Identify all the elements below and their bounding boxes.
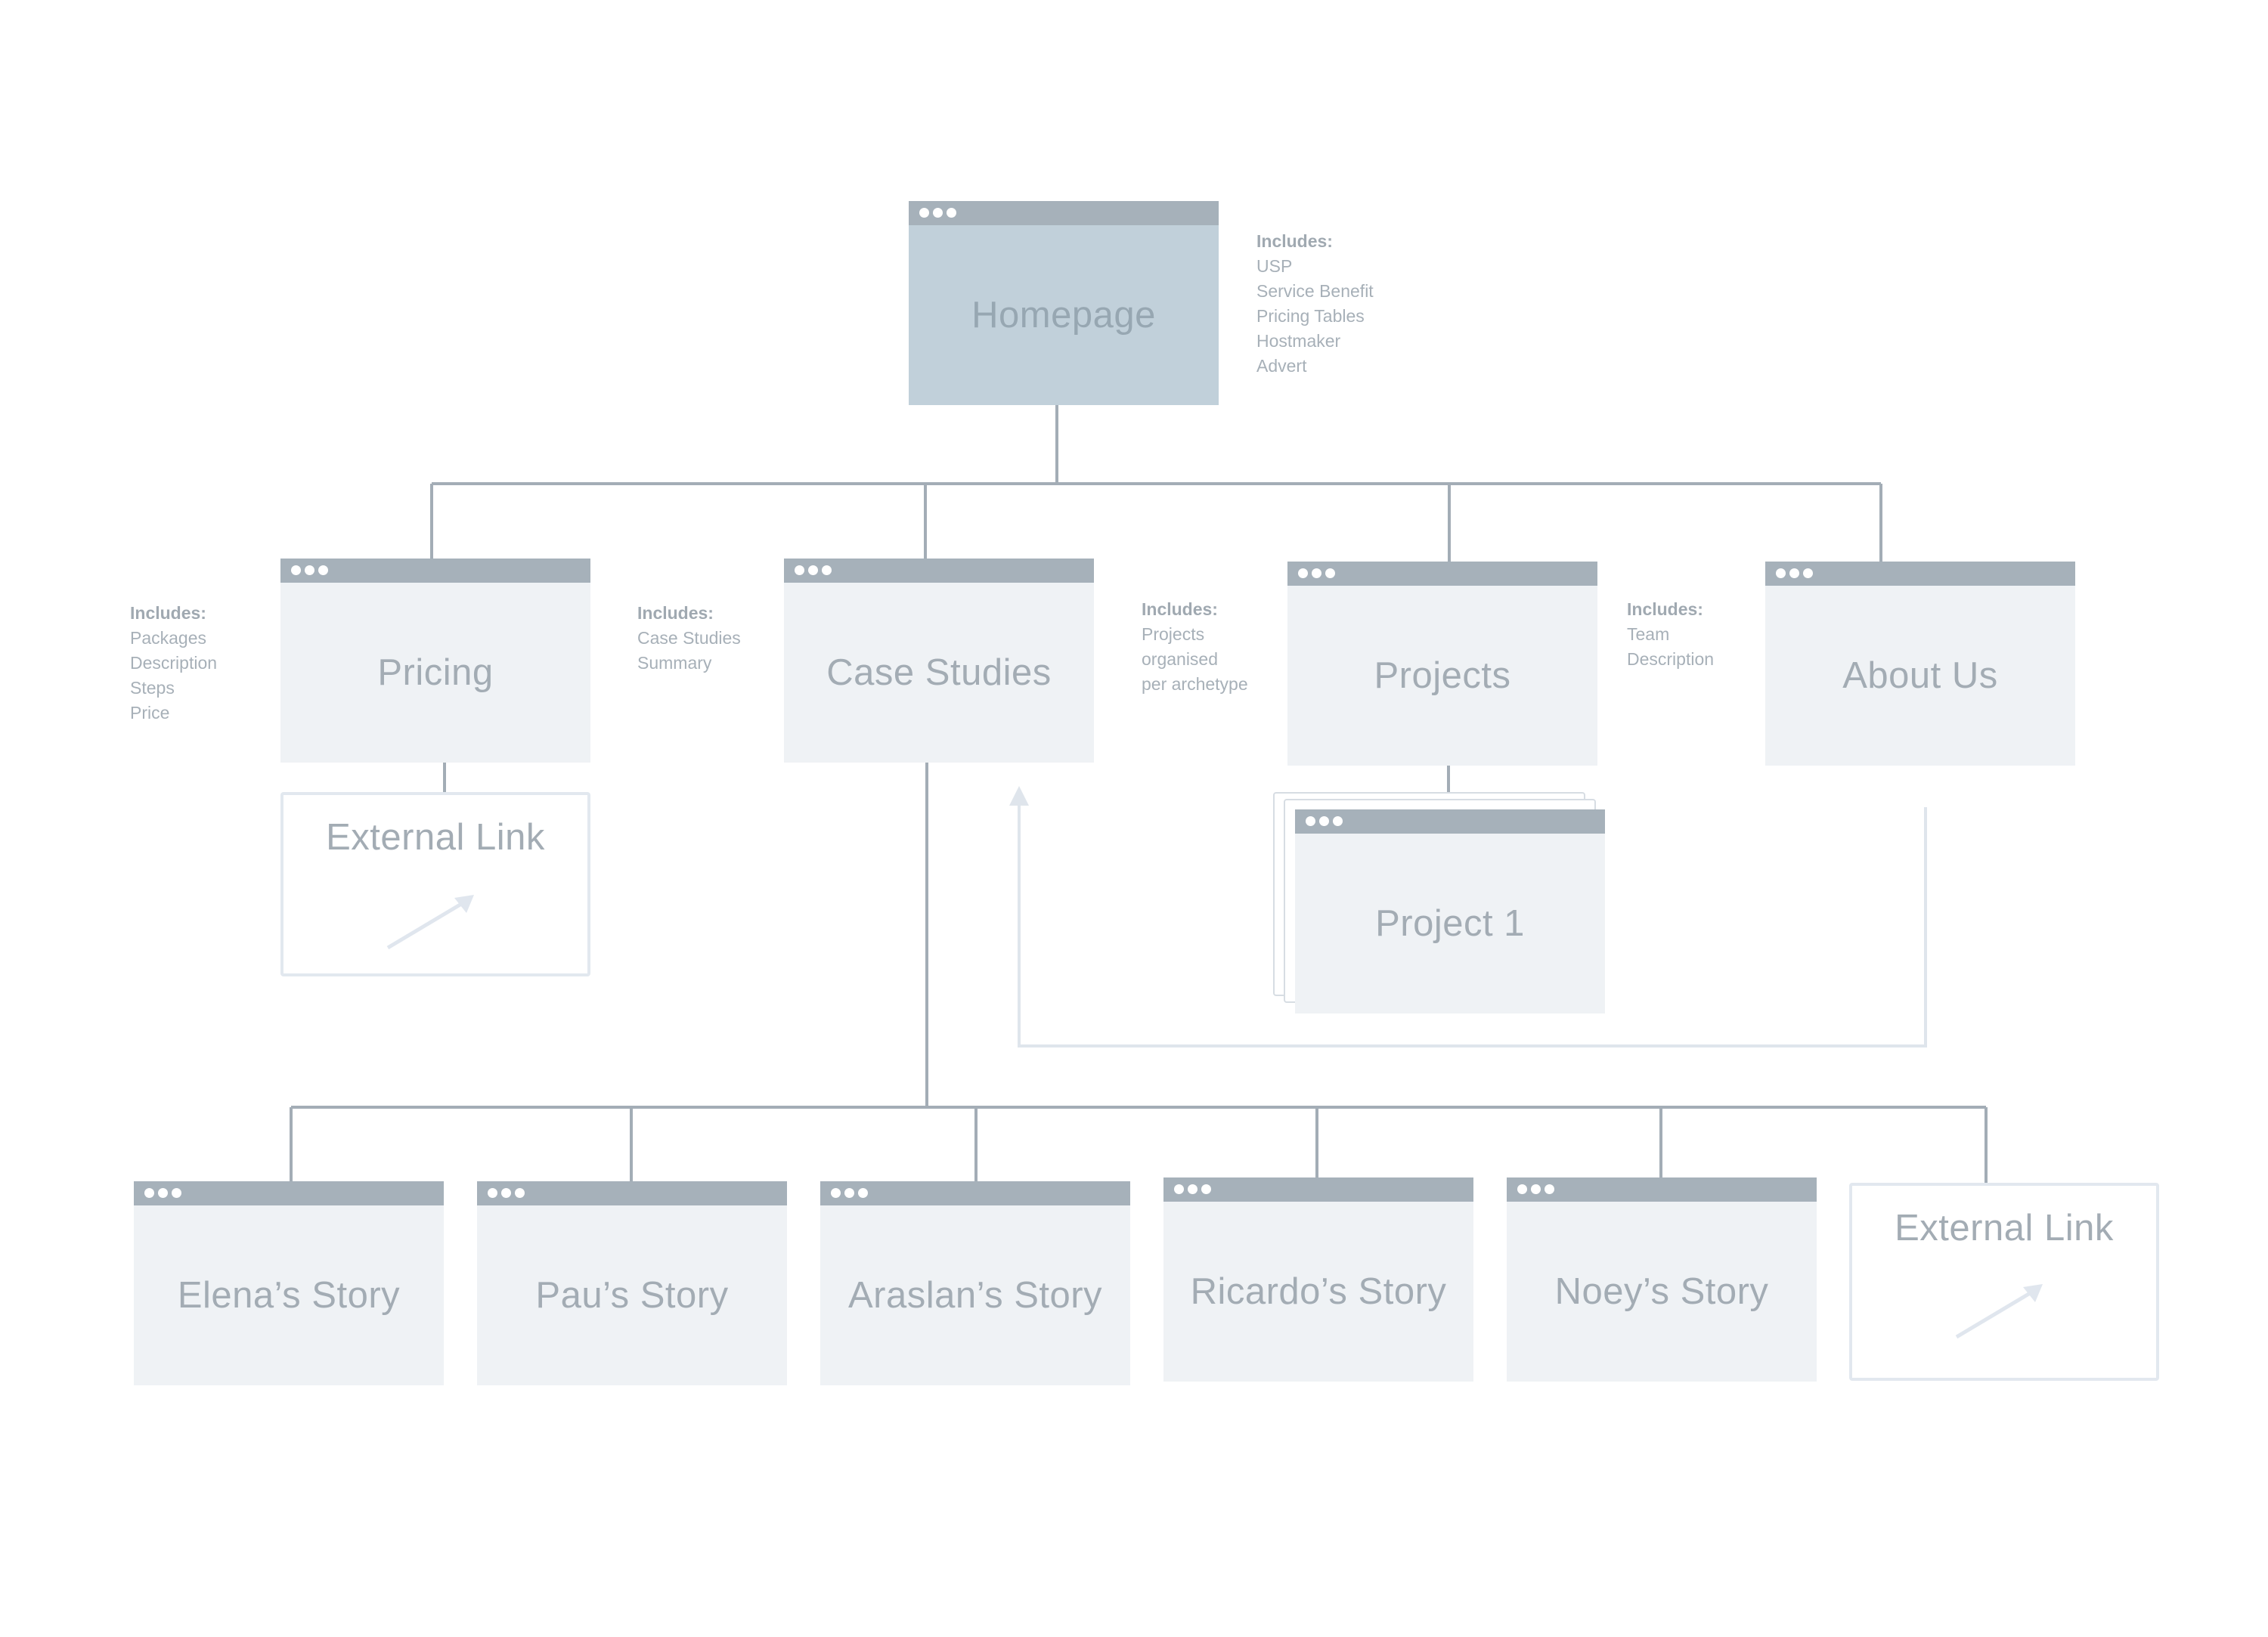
includes-item: Packages bbox=[130, 628, 207, 648]
story-card-pau[interactable]: Pau’s Story bbox=[477, 1181, 787, 1385]
window-dots-icon bbox=[919, 208, 956, 218]
includes-item: Description bbox=[1627, 649, 1715, 669]
window-titlebar bbox=[1287, 562, 1597, 586]
includes-item: Price bbox=[130, 703, 170, 723]
includes-item: Pricing Tables bbox=[1256, 306, 1365, 326]
window-titlebar bbox=[1507, 1177, 1817, 1202]
window-titlebar bbox=[1765, 562, 2075, 586]
about-us-label: About Us bbox=[1842, 655, 1998, 696]
projects-card[interactable]: Projects bbox=[1287, 562, 1597, 766]
window-dots-icon bbox=[1776, 568, 1813, 578]
external-link-stories[interactable]: External Link bbox=[1849, 1183, 2159, 1381]
about-us-to-case-studies-back-line bbox=[1018, 800, 1927, 1047]
story-card-noey[interactable]: Noey’s Story bbox=[1507, 1177, 1817, 1382]
window-titlebar bbox=[1163, 1177, 1473, 1202]
external-link-pricing[interactable]: External Link bbox=[280, 792, 590, 976]
homepage-card[interactable]: Homepage bbox=[909, 201, 1219, 405]
window-titlebar bbox=[134, 1181, 444, 1205]
pricing-card[interactable]: Pricing bbox=[280, 559, 590, 763]
includes-item: Description bbox=[130, 653, 218, 673]
window-dots-icon bbox=[1298, 568, 1335, 578]
case-studies-includes: Includes: Case Studies Summary bbox=[637, 601, 741, 676]
external-arrow-icon bbox=[1955, 1284, 2043, 1339]
includes-heading: Includes: bbox=[1256, 231, 1333, 251]
homepage-label: Homepage bbox=[971, 295, 1156, 336]
homepage-includes: Includes: USP Service Benefit Pricing Ta… bbox=[1256, 229, 1374, 379]
includes-item: organised bbox=[1142, 649, 1219, 669]
back-arrowhead-icon bbox=[1009, 786, 1029, 806]
pricing-includes: Includes: Packages Description Steps Pri… bbox=[130, 601, 217, 726]
window-titlebar bbox=[909, 201, 1219, 225]
story-label: Araslan’s Story bbox=[847, 1275, 1103, 1316]
case-studies-card[interactable]: Case Studies bbox=[784, 559, 1094, 763]
window-dots-icon bbox=[1517, 1184, 1554, 1194]
window-titlebar bbox=[477, 1181, 787, 1205]
includes-heading: Includes: bbox=[130, 603, 206, 623]
window-titlebar bbox=[1295, 809, 1605, 834]
about-us-card[interactable]: About Us bbox=[1765, 562, 2075, 766]
project-1-label: Project 1 bbox=[1375, 903, 1525, 944]
story-label: Ricardo’s Story bbox=[1190, 1271, 1447, 1312]
includes-item: Hostmaker bbox=[1256, 331, 1341, 351]
story-card-elena[interactable]: Elena’s Story bbox=[134, 1181, 444, 1385]
window-dots-icon bbox=[1306, 816, 1343, 826]
external-arrow-icon bbox=[386, 895, 474, 950]
pricing-label: Pricing bbox=[377, 652, 494, 693]
external-link-label: External Link bbox=[1895, 1208, 2114, 1249]
projects-label: Projects bbox=[1374, 655, 1511, 696]
window-dots-icon bbox=[795, 565, 832, 575]
window-titlebar bbox=[280, 559, 590, 583]
includes-item: Service Benefit bbox=[1256, 281, 1374, 301]
story-card-ricardo[interactable]: Ricardo’s Story bbox=[1163, 1177, 1473, 1382]
includes-heading: Includes: bbox=[637, 603, 714, 623]
story-label: Pau’s Story bbox=[535, 1275, 729, 1316]
external-link-label: External Link bbox=[326, 817, 545, 858]
project-1-card[interactable]: Project 1 bbox=[1295, 809, 1605, 1013]
story-label: Noey’s Story bbox=[1554, 1271, 1769, 1312]
story-card-araslan[interactable]: Araslan’s Story bbox=[820, 1181, 1130, 1385]
includes-item: Case Studies bbox=[637, 628, 741, 648]
includes-item: Advert bbox=[1256, 356, 1307, 376]
includes-item: Team bbox=[1627, 624, 1670, 644]
about-us-includes: Includes: Team Description bbox=[1627, 597, 1714, 672]
projects-includes: Includes: Projects organised per archety… bbox=[1142, 597, 1248, 697]
includes-heading: Includes: bbox=[1627, 599, 1703, 619]
window-dots-icon bbox=[291, 565, 328, 575]
includes-item: Summary bbox=[637, 653, 712, 673]
includes-item: per archetype bbox=[1142, 674, 1248, 694]
window-dots-icon bbox=[831, 1188, 868, 1198]
window-titlebar bbox=[784, 559, 1094, 583]
window-dots-icon bbox=[488, 1188, 525, 1198]
story-label: Elena’s Story bbox=[177, 1275, 401, 1316]
case-studies-label: Case Studies bbox=[826, 652, 1052, 693]
window-dots-icon bbox=[144, 1188, 181, 1198]
includes-item: USP bbox=[1256, 256, 1293, 276]
includes-item: Steps bbox=[130, 678, 175, 698]
window-titlebar bbox=[820, 1181, 1130, 1205]
includes-heading: Includes: bbox=[1142, 599, 1218, 619]
includes-item: Projects bbox=[1142, 624, 1205, 644]
window-dots-icon bbox=[1174, 1184, 1211, 1194]
